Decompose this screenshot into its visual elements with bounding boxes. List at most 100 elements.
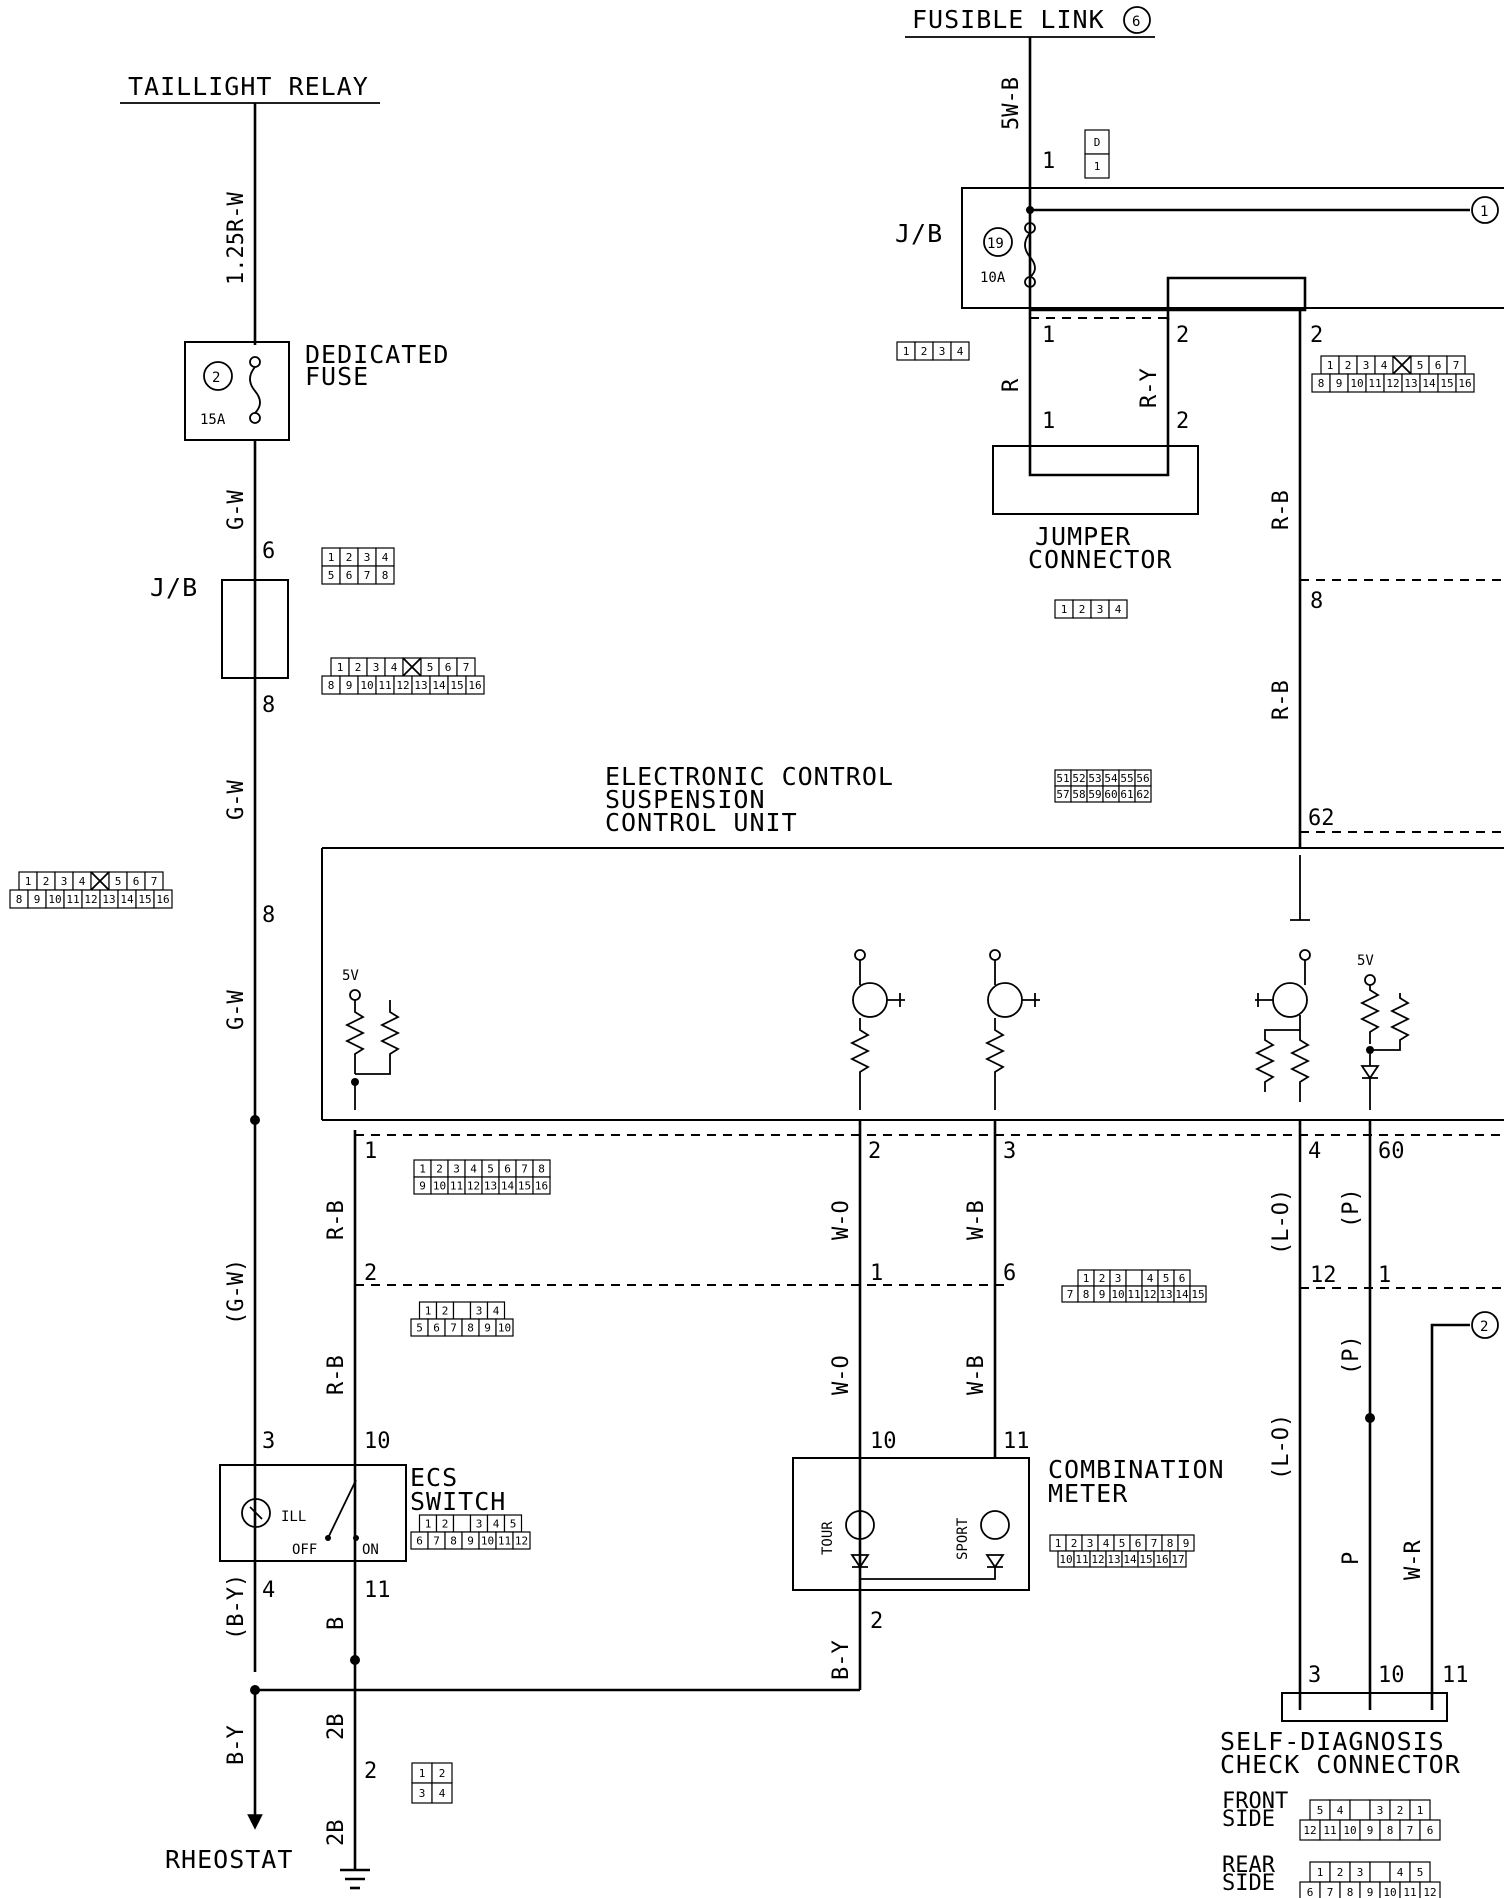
wire-label-2b-2: 2B [324,1820,349,1847]
connector-pin-number: 2 [43,875,50,888]
connector-cell [1125,1269,1143,1287]
connector-pin-number: 11 [498,1535,511,1548]
jb-pin-2-right: 2 [1310,323,1323,348]
connector-cell [512,1531,531,1550]
connector-pin-number: 1 [1417,1804,1424,1817]
connector-pin-number: 6 [433,1322,440,1335]
pin-8-b: 8 [262,903,275,928]
connector-pin-number: 2 [921,345,928,358]
ecs-switch-contact [327,1479,357,1539]
connector-pin-number: 5 [416,1322,423,1335]
connector-pin-number: 12 [396,679,409,692]
ecu-transistor-2-leads [859,960,905,1007]
connector-pin-number: 6 [346,569,353,582]
connector-pin-number: 4 [1397,1866,1404,1879]
connector-cell [1108,599,1128,619]
ecu-transistor-3 [987,982,1023,1018]
jumper-connector-box [992,445,1199,515]
connector-pin-number: 11 [450,1180,463,1193]
connector-cell [452,1301,472,1320]
diag-label-2: CHECK CONNECTOR [1220,1750,1461,1779]
ecs-ill-label: ILL [281,1509,306,1525]
connector-pin-number: 4 [1337,1804,1344,1817]
connector-blank-cell [402,657,422,677]
connector-pin-number: 4 [1115,603,1122,616]
connector-pin-number: 10 [360,679,373,692]
connector-pin-number: 4 [1103,1537,1110,1550]
jb-right: J/B 1 19 10A [895,187,1504,320]
ecu-label-3: CONTROL UNIT [605,808,798,837]
connector-pin-number: 7 [1407,1824,1414,1837]
meter-label-2: METER [1048,1479,1128,1508]
wire-label-p-3: P [1339,1552,1364,1565]
combination-meter: TOUR SPORT COMBINATION METER 2 [792,1455,1224,1634]
taillight-relay-section: TAILLIGHT RELAY 1.25R-W [120,72,380,345]
ecs-label-2: SWITCH [410,1487,506,1516]
connector-pin-number: 8 [1083,1288,1090,1301]
connector-pin-number: 10 [1059,1553,1072,1566]
connector-pin-number: 12 [515,1535,528,1548]
pin-2-ecu: 2 [868,1139,881,1164]
rear-side-label-2: SIDE [1222,1871,1275,1896]
connector-pin-number: 10 [1383,1886,1396,1898]
jb-left-box [221,579,289,679]
splice-b [350,1655,360,1665]
connector-pin-number: 3 [373,661,380,674]
connector-pin-number: 3 [476,1305,483,1318]
connector-pin-number: 6 [133,875,140,888]
connector-pin-number: 9 [1336,377,1343,390]
connector-pin-number: 8 [1318,377,1325,390]
connector-pin-number: 3 [419,1787,426,1800]
fuse-2-terminal-bottom [249,412,261,424]
connector-pin-number: 14 [1123,1553,1137,1566]
connector-pin-number: 9 [346,679,353,692]
connector-pin-number: 13 [1107,1553,1120,1566]
connector-pin-number: 3 [1097,603,1104,616]
connector-pin-number: 3 [939,345,946,358]
ecu-label-1: ELECTRONIC CONTROL [605,762,894,791]
connector-cell [153,889,173,909]
jumper-link [1028,445,1170,477]
ecu-pin-4: 4 [1308,1139,1321,1164]
connector-pin-number: 6 [1135,1537,1142,1550]
connector-pin-number: 14 [120,893,134,906]
ref-2-label: 2 [1480,1319,1488,1335]
wire-label-by: B-Y [224,1725,249,1765]
connector-cell [1169,1550,1187,1568]
connector-pin-number: 1 [337,661,344,674]
connector-pin-number: 16 [156,893,169,906]
connector-pin-number: 11 [1323,1824,1336,1837]
connector-pin-number: 7 [1327,1886,1334,1898]
connector-pin-number: 1 [1317,1866,1324,1879]
meter-pin-2: 2 [870,1609,883,1634]
ecs-lamp-x1 [249,1506,263,1520]
connector-pin-number: 7 [1453,359,1460,372]
tour-indicator-lamp [845,1510,875,1540]
connector-pin-number: 8 [1387,1824,1394,1837]
meter-pin-11: 11 [1003,1429,1030,1454]
connector-pin-number: 2 [1397,1804,1404,1817]
front-side-label-2: SIDE [1222,1807,1275,1832]
ecu-resistor-pin3 [984,1018,1006,1092]
connector-pin-number: 10 [48,893,61,906]
fuse-2-rating: 15A [200,412,226,428]
connector-pin-number: 3 [1115,1272,1122,1285]
ecu-transistor-2 [852,982,888,1018]
connector-pin-number: 8 [450,1535,457,1548]
jb-right-box [961,187,1504,309]
ecs-pin-10: 10 [364,1429,391,1454]
ecu-resistor-pin4a [1254,960,1306,1092]
connector-pin-number: 6 [1427,1824,1434,1837]
connector-pin-number: 13 [414,679,427,692]
diag-pin-11: 11 [1442,1663,1469,1688]
connector-pin-number: 10 [498,1322,511,1335]
connector-pin-number: 3 [61,875,68,888]
connector-pin-number: 5 [115,875,122,888]
connector-blank-cell [1392,355,1412,375]
connector-cell [1349,1799,1371,1821]
